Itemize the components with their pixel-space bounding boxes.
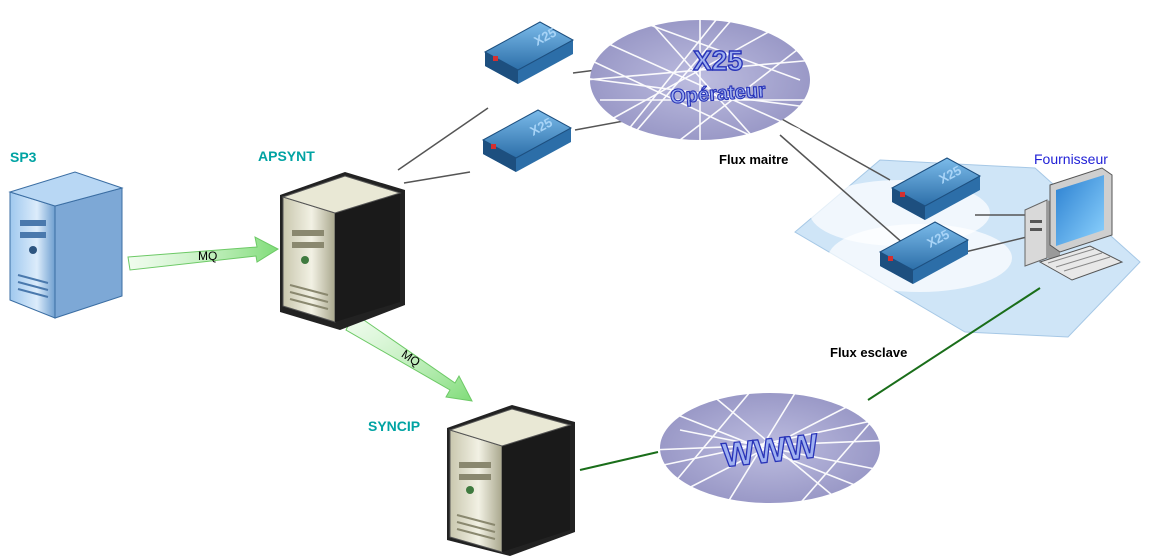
flux-maitre-link-b xyxy=(779,134,906,246)
flux-esclave-link xyxy=(867,287,1041,401)
x25-cloud-icon: X25 Opérateur xyxy=(559,5,831,151)
apsynt-label: APSYNT xyxy=(258,148,315,164)
syncip-label: SYNCIP xyxy=(368,418,421,434)
mq-arrow-icon: MQ xyxy=(127,236,280,271)
apsynt-server-icon xyxy=(280,172,405,330)
desktop-computer-icon xyxy=(1024,167,1124,281)
apsynt-modem1-link xyxy=(397,107,489,171)
internet-cloud-icon: WWW xyxy=(639,379,901,516)
mq-label-1: MQ xyxy=(198,249,217,263)
sp3-label: SP3 xyxy=(10,149,37,165)
modem-icon: X25 xyxy=(878,221,970,284)
fournisseur-label: Fournisseur xyxy=(1034,151,1108,167)
flux-maitre-link-a xyxy=(779,117,891,181)
modem4-pc-link xyxy=(964,234,1036,253)
mq-arrow-icon: MQ xyxy=(345,315,473,402)
sp3-server-icon xyxy=(8,171,124,319)
flux-maitre-label: Flux maitre xyxy=(719,152,789,167)
apsynt-modem2-link xyxy=(403,171,471,184)
flux-esclave-label: Flux esclave xyxy=(830,345,908,360)
modem-icon: X25 xyxy=(890,157,982,220)
x25-cloud-title: X25 xyxy=(693,45,743,76)
modem-icon: X25 xyxy=(483,21,575,84)
syncip-server-icon xyxy=(447,405,575,556)
modem-icon: X25 xyxy=(481,109,573,172)
syncip-www-link xyxy=(579,451,659,471)
